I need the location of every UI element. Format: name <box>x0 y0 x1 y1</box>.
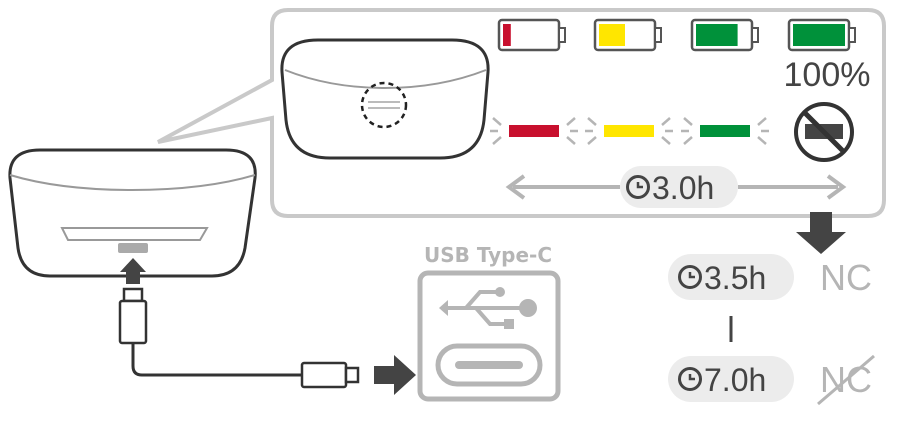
nc-off-strike <box>817 354 875 406</box>
nc-on-time-pill <box>668 254 794 300</box>
battery-level-row <box>497 18 856 52</box>
led-blink-icon <box>490 117 578 145</box>
battery-fill <box>793 24 845 46</box>
playback-nc-off: 7.0h NC <box>668 354 875 406</box>
no-led-icon <box>794 102 854 162</box>
usb-symbol-icon <box>439 287 537 329</box>
charge-time-label: 3.0h <box>652 170 714 206</box>
playback-nc-on: 3.5h NC <box>668 254 872 300</box>
charging-case <box>8 148 257 278</box>
case-zoom <box>280 38 490 160</box>
led-blink-icon <box>585 117 673 145</box>
battery-fill <box>503 24 511 46</box>
led-blink-icon <box>681 117 769 145</box>
usb-c-port-icon <box>435 343 543 387</box>
full-charge-label: 100% <box>784 56 871 94</box>
usb-type-c-port <box>417 270 561 402</box>
led-status-row <box>490 117 769 145</box>
charge-time-arrow: 3.0h <box>505 166 847 208</box>
clock-icon <box>678 265 702 289</box>
battery-fill <box>696 24 738 46</box>
usb-cable <box>118 287 360 389</box>
battery-full-icon <box>787 18 856 52</box>
nc-on-time-label: 3.5h <box>704 260 766 296</box>
charging-port <box>118 243 148 253</box>
clock-icon <box>678 367 702 391</box>
nc-off-time-pill <box>668 356 794 402</box>
battery-low-icon <box>497 18 566 52</box>
battery-high-icon <box>690 18 759 52</box>
nc-off-time-label: 7.0h <box>704 362 766 398</box>
usb-type-c-label: USB Type-C <box>424 243 552 267</box>
clock-icon <box>626 175 650 199</box>
led-indicator-highlight <box>360 81 408 129</box>
charge-time-pill <box>620 166 738 208</box>
battery-fill <box>599 24 625 46</box>
battery-medium-icon <box>593 18 662 52</box>
right-arrow <box>374 355 416 395</box>
nc-on-label: NC <box>820 257 872 298</box>
down-arrow <box>796 212 846 254</box>
up-arrow <box>120 258 146 284</box>
